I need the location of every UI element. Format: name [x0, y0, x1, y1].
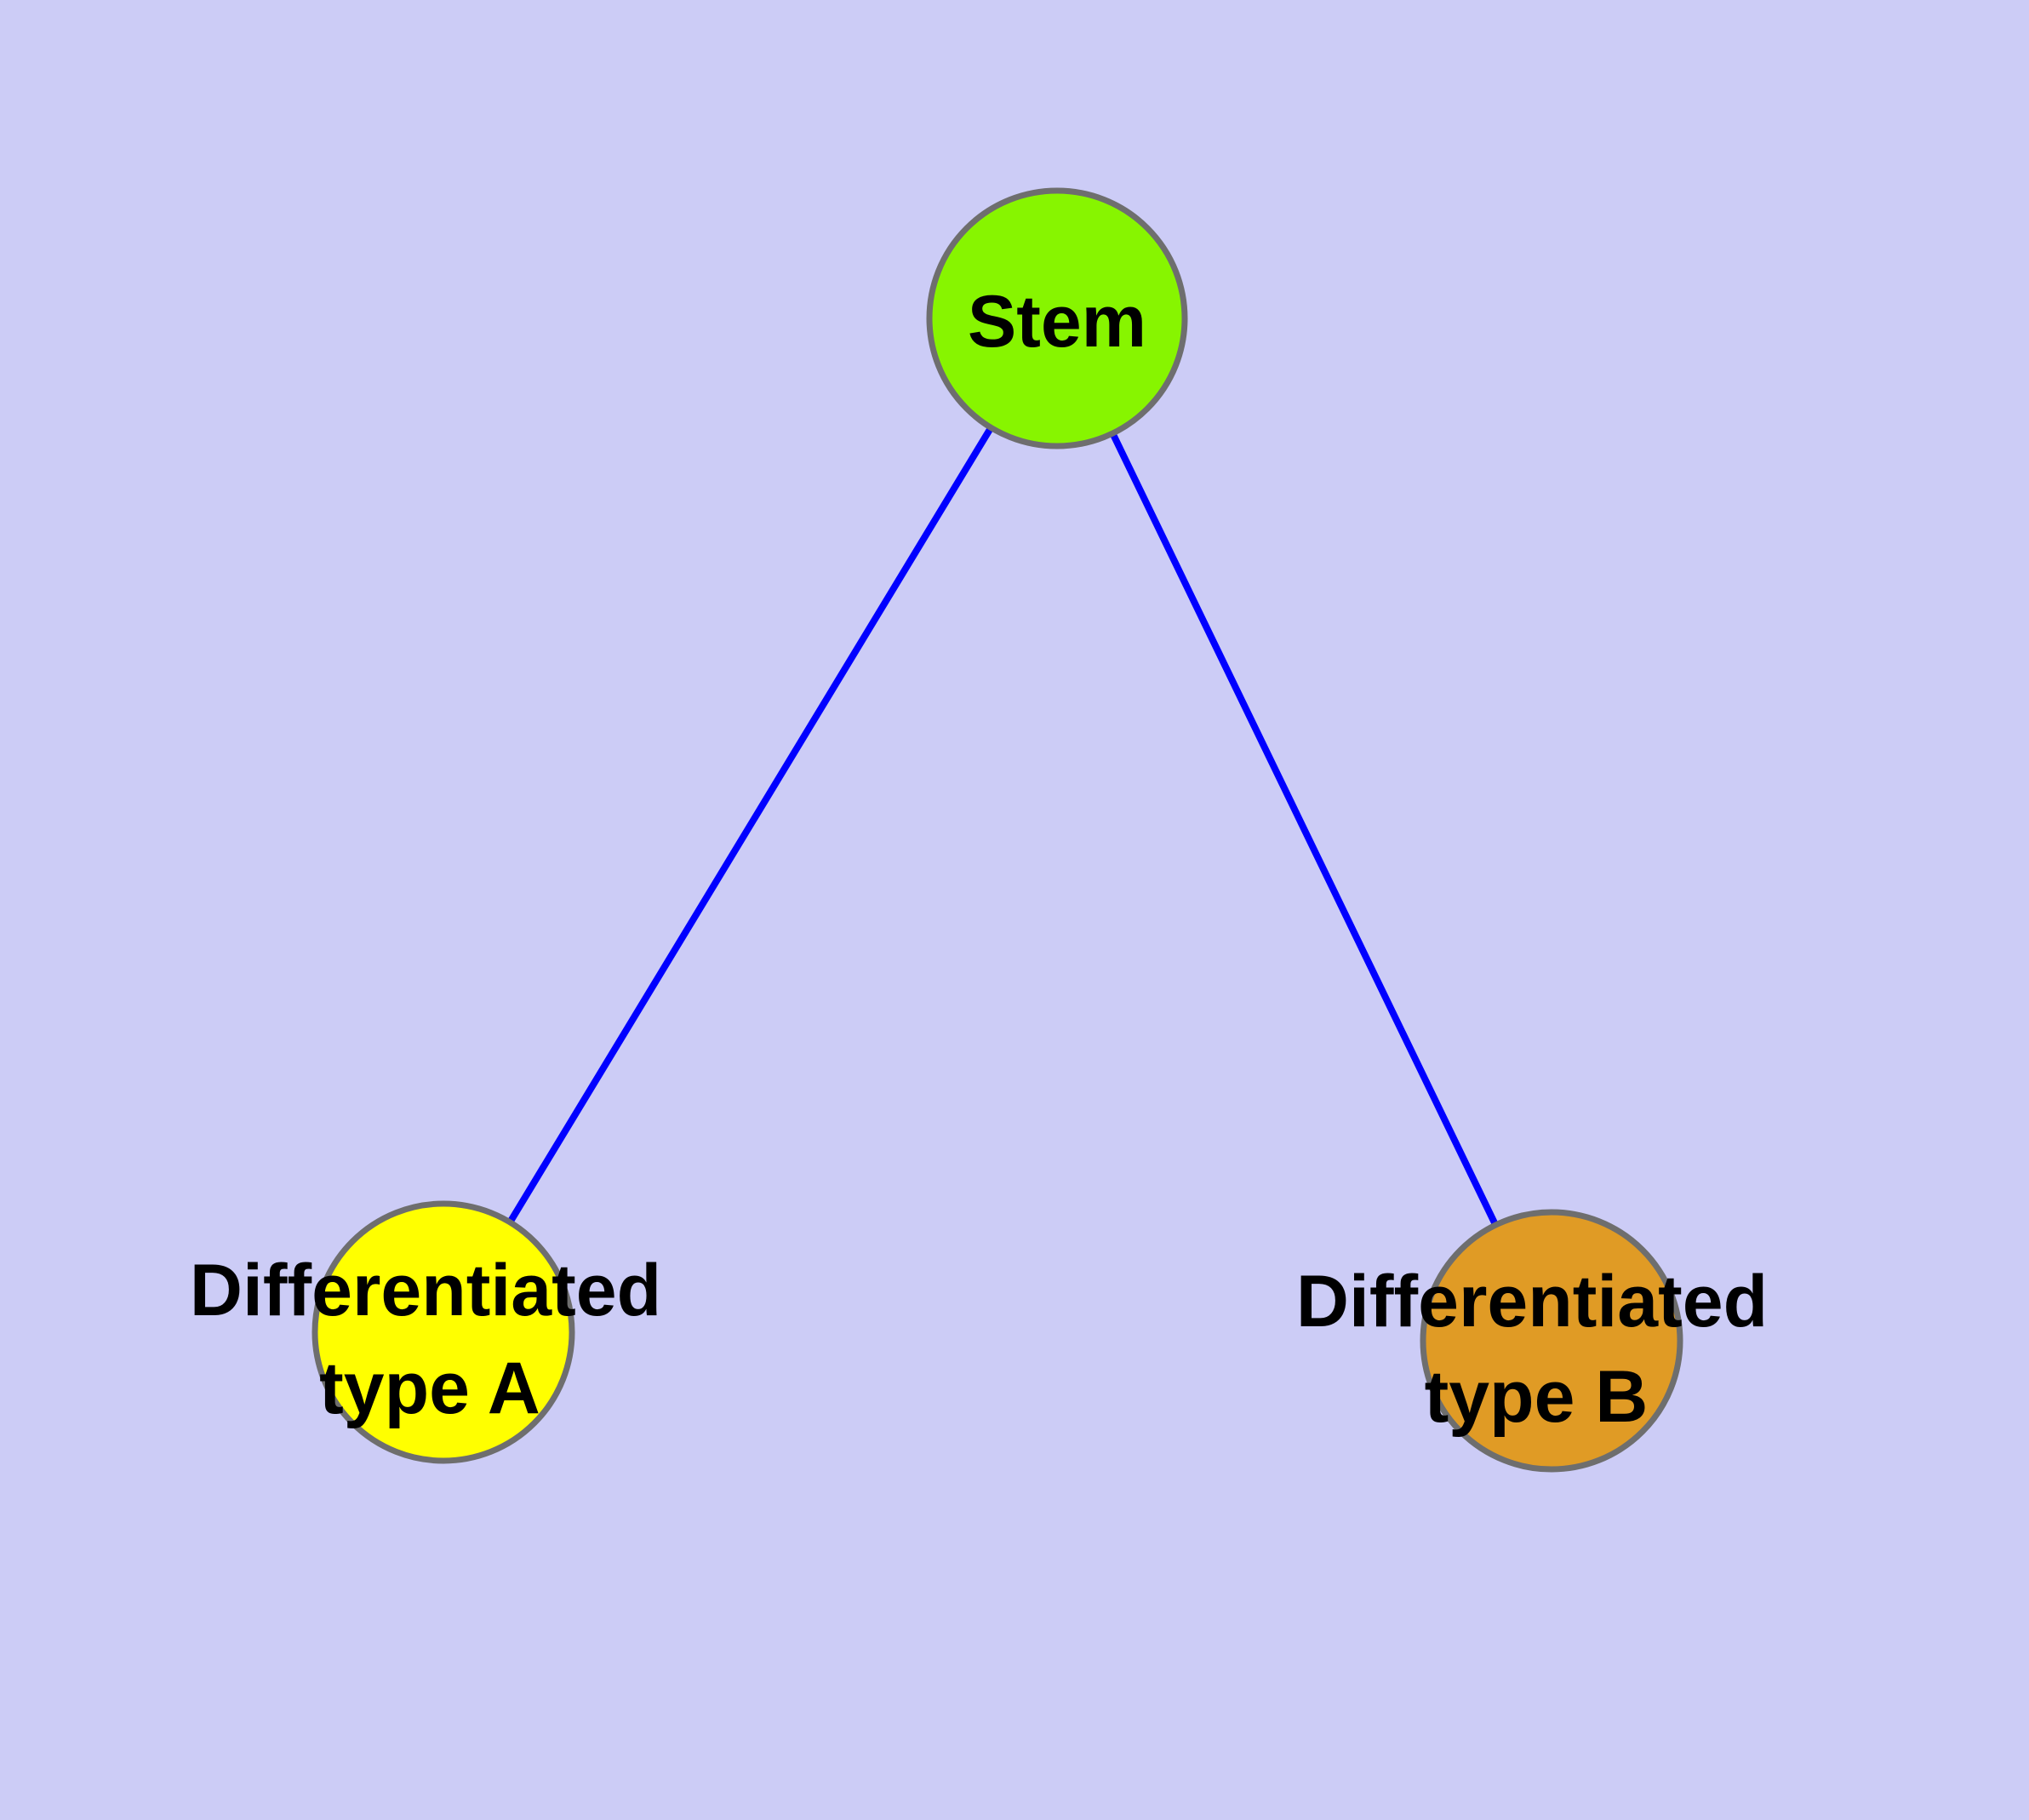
node-differentiated-type-b [1420, 1209, 1683, 1473]
edge-stem-to-type-b [1109, 430, 1500, 1229]
node-type-b-label-line1: Differentiated [1296, 1261, 1768, 1342]
node-differentiated-type-a [311, 1200, 575, 1464]
node-stem [926, 187, 1188, 449]
node-stem-label: Stem [968, 281, 1146, 363]
edge-stem-to-type-a [506, 424, 995, 1226]
node-type-a-label-line2: type A [319, 1348, 540, 1429]
node-type-b-label-line2: type B [1425, 1356, 1649, 1438]
node-type-a-label-line1: Differentiated [190, 1250, 661, 1331]
